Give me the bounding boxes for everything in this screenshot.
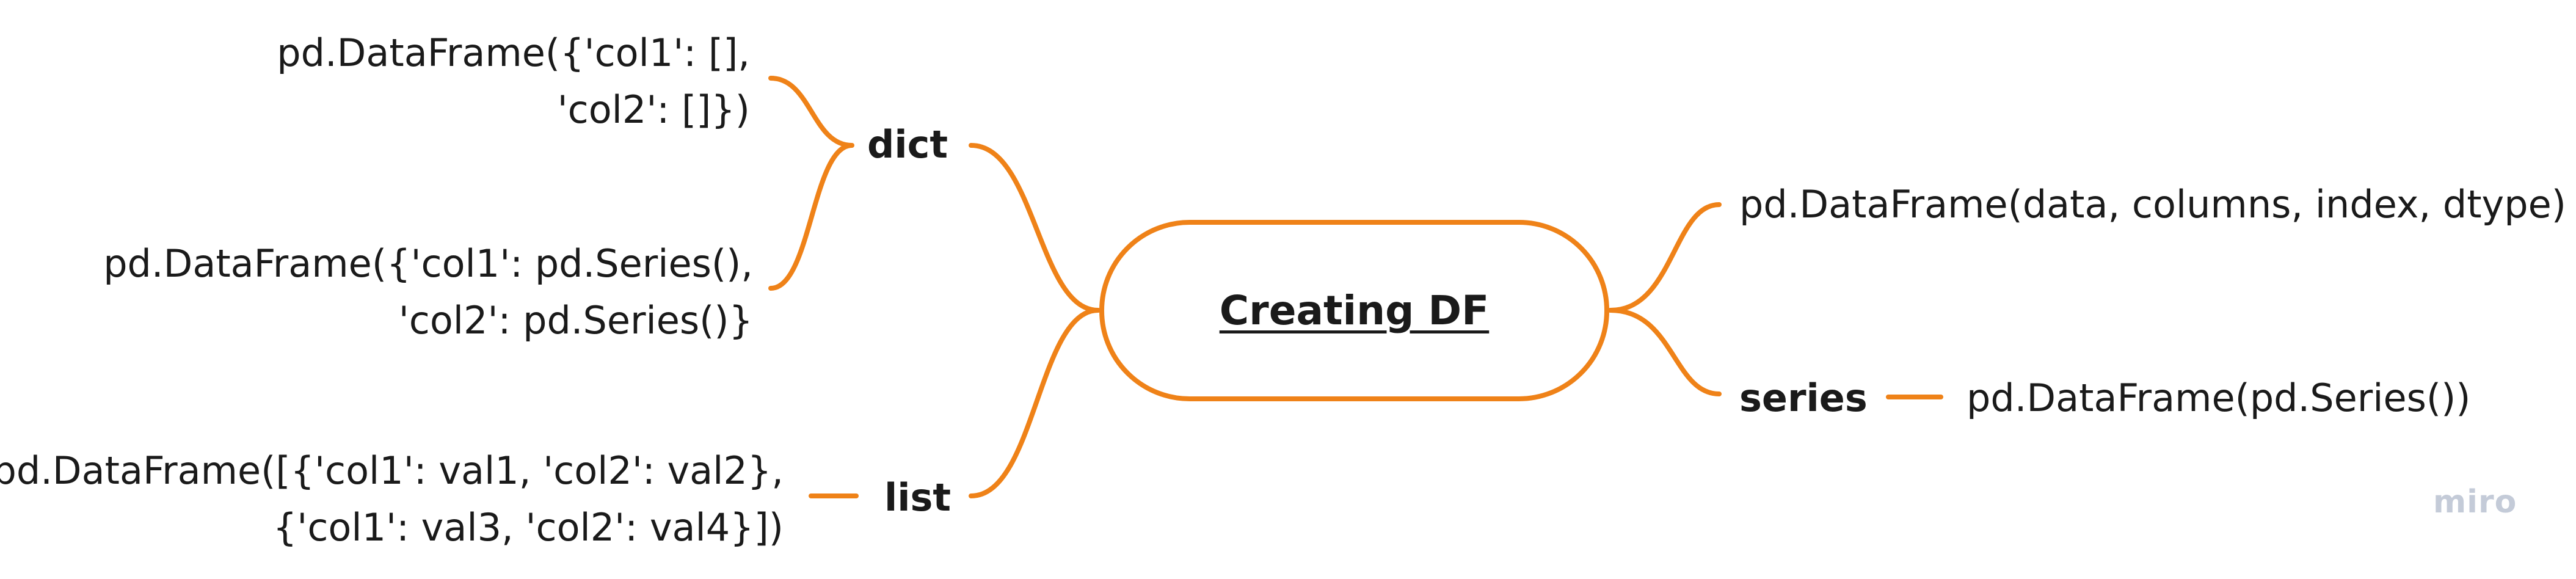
dict-child-1-line-2: 'col2': []}): [557, 87, 750, 132]
list-child[interactable]: pd.DataFrame([{'col1': val1, 'col2': val…: [0, 442, 784, 556]
branch-signature[interactable]: pd.DataFrame(data, columns, index, dtype…: [1739, 182, 2566, 227]
miro-watermark: miro: [2433, 484, 2517, 520]
connector-dict-brace: [768, 76, 854, 291]
dict-child-2[interactable]: pd.DataFrame({'col1': pd.Series(), 'col2…: [103, 235, 753, 349]
branch-dict[interactable]: dict: [867, 122, 948, 167]
central-node-label: Creating DF: [1219, 287, 1490, 334]
series-child[interactable]: pd.DataFrame(pd.Series()): [1967, 376, 2471, 420]
central-node[interactable]: Creating DF: [1099, 220, 1609, 401]
connector-center-to-list: [969, 308, 1101, 498]
connector-center-to-dict: [969, 143, 1101, 313]
dict-child-1[interactable]: pd.DataFrame({'col1': [], 'col2': []}): [277, 24, 750, 138]
list-child-line-2: {'col1': val3, 'col2': val4}]): [272, 505, 784, 550]
dict-child-2-line-1: pd.DataFrame({'col1': pd.Series(),: [103, 241, 753, 286]
branch-series[interactable]: series: [1739, 376, 1868, 420]
connector-center-to-signature: [1608, 202, 1722, 313]
dict-child-2-line-2: 'col2': pd.Series()}: [398, 298, 753, 343]
dict-child-1-line-1: pd.DataFrame({'col1': [],: [277, 31, 750, 75]
branch-list[interactable]: list: [884, 475, 951, 520]
list-child-line-1: pd.DataFrame([{'col1': val1, 'col2': val…: [0, 448, 784, 493]
connector-center-to-series: [1608, 308, 1722, 396]
